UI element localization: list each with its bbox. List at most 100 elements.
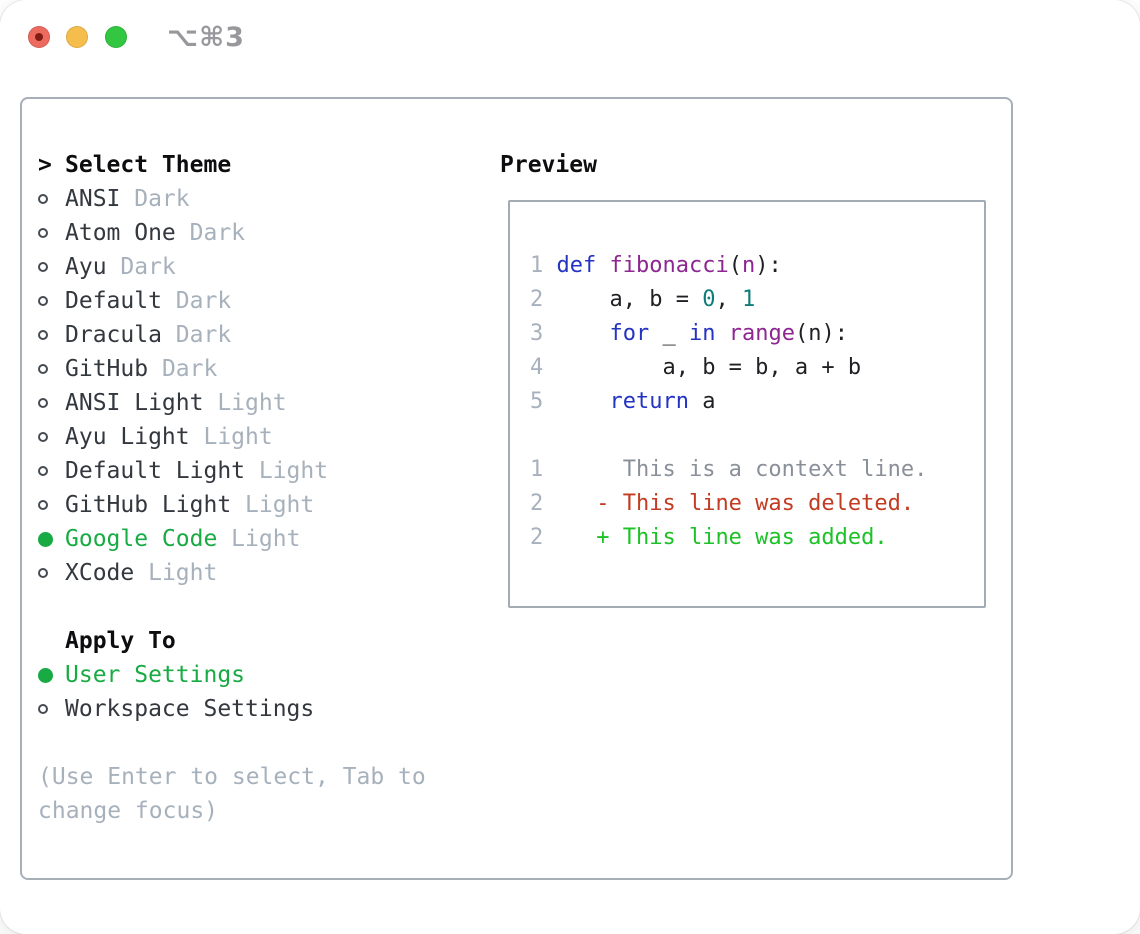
titlebar: ⌥⌘3 xyxy=(0,0,1140,74)
theme-variant: Dark xyxy=(148,356,218,382)
theme-variant: Dark xyxy=(161,322,232,348)
code-line: 5 return a xyxy=(530,385,984,419)
radio-icon xyxy=(38,330,48,340)
keyboard-hint: (Use Enter to select, Tab to change focu… xyxy=(38,764,426,824)
line-number: 4 xyxy=(530,355,557,380)
code-token: a, b = b, a + b xyxy=(556,355,862,380)
blank-line xyxy=(530,419,984,453)
theme-variant: Dark xyxy=(106,254,176,280)
theme-name: Default xyxy=(65,288,162,314)
code-line: 2 a, b = 0, 1 xyxy=(530,283,984,317)
code-line: 1 def fibonacci(n): xyxy=(530,249,984,283)
code-token: in xyxy=(688,321,716,346)
radio-icon xyxy=(38,704,48,714)
code-token: 0 xyxy=(702,287,716,312)
theme-name: GitHub Light xyxy=(65,492,232,518)
theme-variant: Light xyxy=(134,560,218,586)
line-number: 2 xyxy=(530,287,557,312)
radio-icon xyxy=(38,228,48,238)
zoom-button[interactable] xyxy=(105,26,127,48)
theme-name: Ayu Light xyxy=(65,424,190,450)
selected-radio-icon xyxy=(38,667,53,683)
radio-icon xyxy=(38,466,48,476)
radio-icon xyxy=(38,568,48,578)
theme-name: ANSI xyxy=(65,186,121,212)
code-token: for xyxy=(609,321,650,346)
line-number: 1 xyxy=(530,457,557,482)
select-theme-title: Select Theme xyxy=(65,152,232,178)
code-token xyxy=(715,321,728,346)
apply-option-user-settings[interactable]: User Settings xyxy=(38,658,488,692)
code-token xyxy=(557,321,610,346)
line-number: 1 xyxy=(530,253,557,278)
theme-name: GitHub xyxy=(65,356,149,382)
code-token: return xyxy=(609,389,689,414)
code-token: 1 xyxy=(741,287,756,312)
line-number: 5 xyxy=(530,389,557,414)
theme-option-ansi[interactable]: ANSI Dark xyxy=(38,182,488,216)
theme-name: XCode xyxy=(65,560,135,586)
code-token: range xyxy=(728,321,795,346)
code-token: n xyxy=(741,253,756,278)
radio-icon xyxy=(38,398,48,408)
radio-icon xyxy=(38,296,48,306)
window-title: ⌥⌘3 xyxy=(167,22,245,53)
line-number: 2 xyxy=(530,525,557,550)
diff-text: - This line was deleted. xyxy=(556,491,915,516)
theme-option-default-light[interactable]: Default Light Light xyxy=(38,454,488,488)
diff-line-context: 1 This is a context line. xyxy=(530,453,984,487)
theme-name: Ayu xyxy=(65,254,107,280)
theme-option-default[interactable]: Default Dark xyxy=(38,284,488,318)
code-token: def xyxy=(556,253,597,278)
apply-option-label: User Settings xyxy=(65,662,246,688)
theme-option-ayu-light[interactable]: Ayu Light Light xyxy=(38,420,488,454)
theme-variant: Dark xyxy=(175,220,246,246)
theme-option-ayu[interactable]: Ayu Dark xyxy=(38,250,488,284)
theme-name: Google Code xyxy=(65,526,218,552)
theme-option-xcode[interactable]: XCode Light xyxy=(38,556,488,590)
diff-line-added: 2 + This line was added. xyxy=(530,521,984,555)
code-line: 4 a, b = b, a + b xyxy=(530,351,984,385)
code-token: ): xyxy=(755,253,782,278)
minimize-button[interactable] xyxy=(66,26,88,48)
code-token: a xyxy=(688,389,716,414)
apply-to-title: Apply To xyxy=(65,628,176,654)
code-token: fibonacci xyxy=(609,253,729,278)
code-token: , xyxy=(715,287,742,312)
theme-option-google-code[interactable]: Google Code Light xyxy=(38,522,488,556)
theme-option-ansi-light[interactable]: ANSI Light Light xyxy=(38,386,488,420)
code-line: 3 for _ in range(n): xyxy=(530,317,984,351)
cursor-prompt-icon: > xyxy=(38,152,52,178)
theme-variant: Light xyxy=(245,458,329,484)
theme-option-github-light[interactable]: GitHub Light Light xyxy=(38,488,488,522)
line-number: 2 xyxy=(530,491,557,516)
theme-variant: Light xyxy=(189,424,273,450)
diff-line-deleted: 2 - This line was deleted. xyxy=(530,487,984,521)
theme-variant: Dark xyxy=(161,288,232,314)
code-token: a, b = xyxy=(556,287,703,312)
close-button[interactable] xyxy=(28,26,50,48)
selected-radio-icon xyxy=(38,531,53,547)
code-token: _ xyxy=(649,321,689,346)
apply-option-workspace-settings[interactable]: Workspace Settings xyxy=(38,692,488,726)
theme-option-dracula[interactable]: Dracula Dark xyxy=(38,318,488,352)
theme-name: ANSI Light xyxy=(65,390,204,416)
radio-icon xyxy=(38,500,48,510)
code-token xyxy=(557,389,610,414)
radio-icon xyxy=(38,262,48,272)
radio-icon xyxy=(38,432,48,442)
apply-option-label: Workspace Settings xyxy=(65,696,315,722)
preview-title: Preview xyxy=(500,152,597,178)
theme-option-github[interactable]: GitHub Dark xyxy=(38,352,488,386)
theme-variant: Light xyxy=(203,390,287,416)
theme-option-atom-one[interactable]: Atom One Dark xyxy=(38,216,488,250)
select-theme-header: > Select Theme xyxy=(38,148,488,182)
radio-icon xyxy=(38,364,48,374)
